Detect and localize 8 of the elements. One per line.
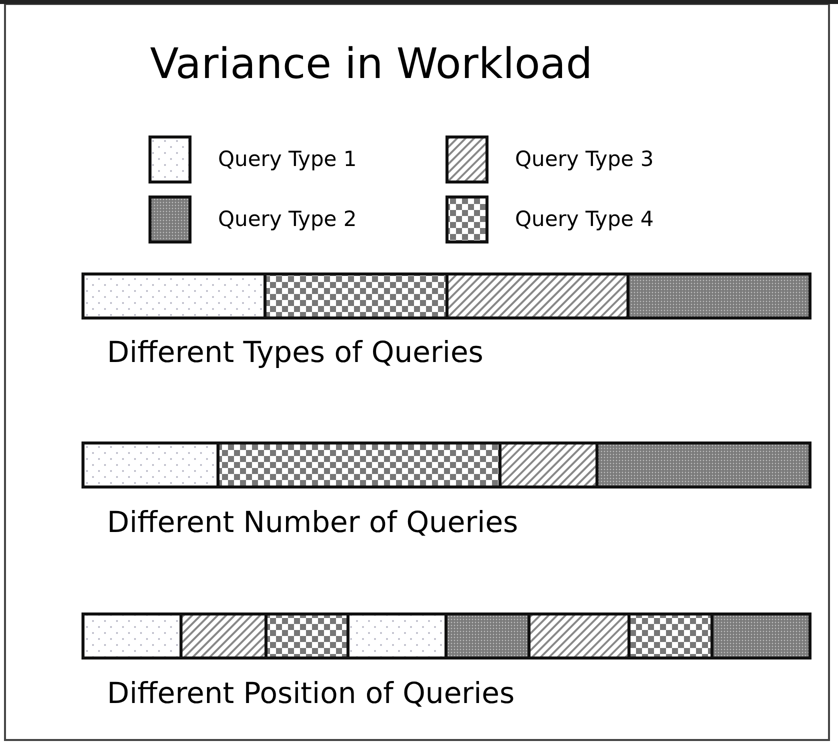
legend-label: Query Type 2: [218, 207, 357, 232]
legend-label: Query Type 1: [218, 147, 357, 172]
bar-caption: Different Position of Queries: [107, 677, 515, 710]
bar-caption: Different Types of Queries: [107, 336, 484, 370]
legend-label: Query Type 3: [515, 147, 654, 172]
legend-label: Query Type 4: [515, 207, 654, 232]
bar-caption: Different Number of Queries: [107, 506, 518, 540]
title: Variance in Workload: [150, 40, 593, 88]
